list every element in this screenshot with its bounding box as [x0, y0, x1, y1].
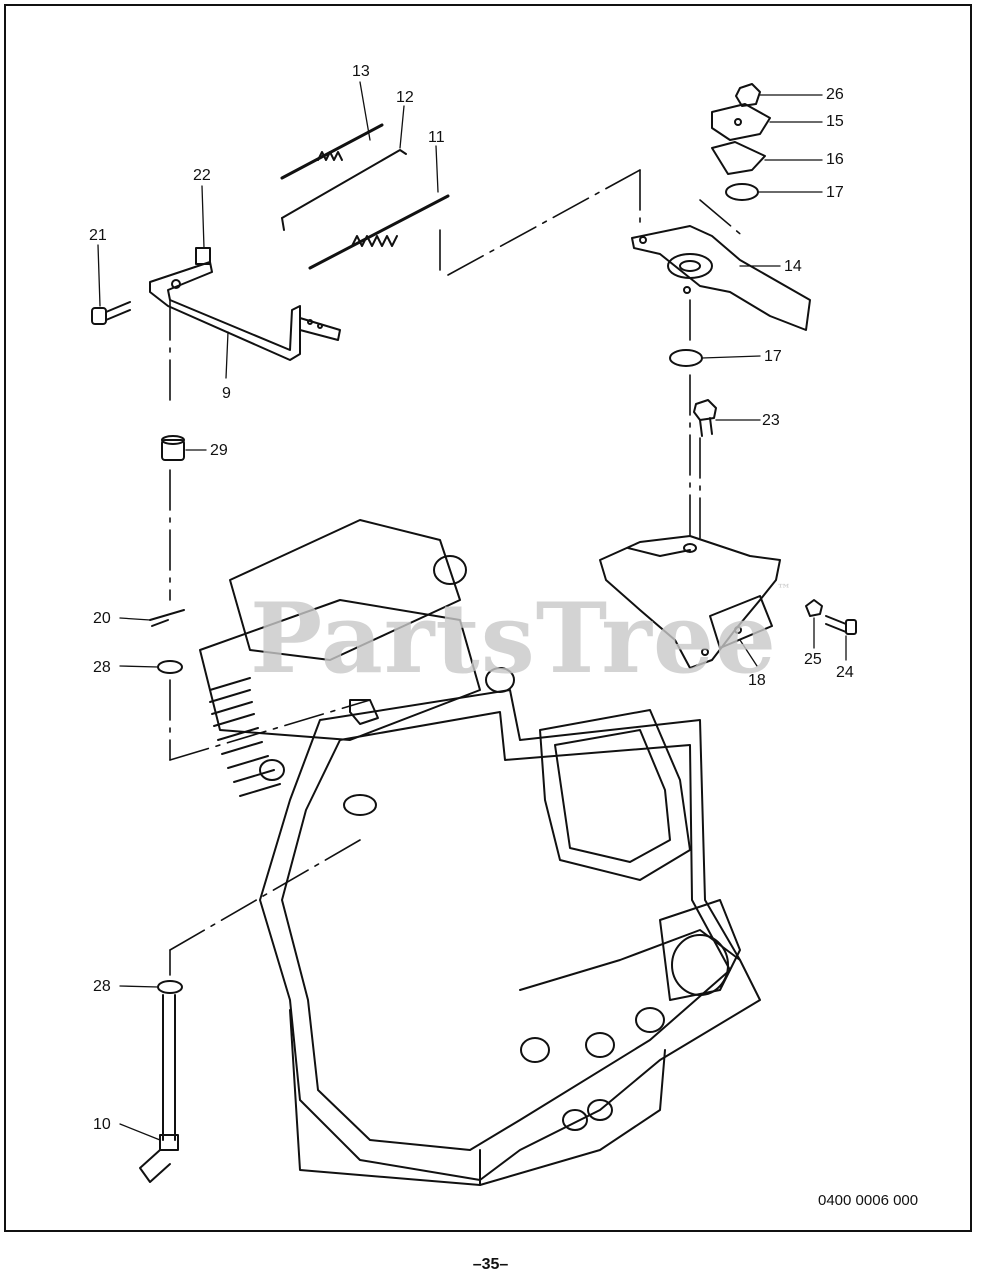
page-number: –35– [472, 1256, 509, 1273]
callout-9: 9 [222, 385, 231, 402]
spring-11 [308, 194, 450, 270]
lever-9 [149, 261, 341, 361]
callout-13: 13 [352, 63, 370, 80]
callout-11: 11 [428, 129, 445, 146]
spring-13 [280, 123, 384, 180]
callout-12: 12 [396, 89, 414, 106]
washer-28-lower [157, 980, 183, 994]
callout-10: 10 [93, 1116, 111, 1133]
shaft-10 [139, 994, 179, 1183]
drawing-code: 0400 0006 000 [818, 1192, 919, 1209]
washer-28-upper [157, 660, 183, 674]
clip-22 [195, 247, 211, 265]
assembly-lines [169, 169, 746, 976]
pin-20 [149, 609, 185, 627]
page-frame [4, 4, 972, 1232]
callout-29: 29 [210, 442, 228, 459]
callout-16: 16 [826, 151, 844, 168]
callout-17-lower: 17 [764, 348, 782, 365]
bracket-18 [599, 535, 781, 669]
callout-18: 18 [748, 672, 766, 689]
callout-25: 25 [804, 651, 822, 668]
callout-26: 26 [826, 86, 844, 103]
bolt-24 [825, 615, 857, 635]
callout-20: 20 [93, 610, 111, 627]
rod-12 [281, 149, 407, 231]
bolt-21 [91, 301, 131, 325]
washer-17-lower [669, 349, 703, 367]
callout-28-lower: 28 [93, 978, 111, 995]
callout-28-upper: 28 [93, 659, 111, 676]
callout-14: 14 [784, 258, 802, 275]
plate-16 [711, 141, 766, 175]
collar-29 [161, 435, 185, 461]
engine-block [199, 519, 761, 1186]
callout-17-upper: 17 [826, 184, 844, 201]
leader-lines [97, 81, 847, 1141]
washer-17-upper [725, 183, 759, 201]
bolt-23 [693, 399, 717, 437]
callout-15: 15 [826, 113, 844, 130]
callout-21: 21 [89, 227, 107, 244]
nut-26 [735, 83, 761, 107]
plate-15 [711, 103, 771, 141]
callout-23: 23 [762, 412, 780, 429]
nut-25 [805, 599, 823, 617]
bracket-14 [631, 225, 811, 331]
callout-24: 24 [836, 664, 854, 681]
callout-22: 22 [193, 167, 211, 184]
